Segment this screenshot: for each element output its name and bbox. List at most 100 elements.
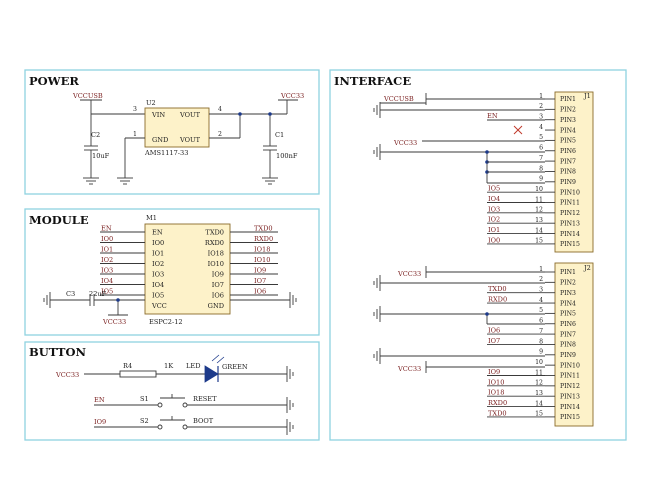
j2-pin-label-11: PIN11 [560,373,580,380]
ground-icon [83,178,99,184]
u2-pin1-number: 1 [133,131,137,138]
m1-left-net-io2: IO2 [101,256,113,264]
j1-vccusb-label: VCCUSB [383,95,414,103]
j2-pin-number-9: 9 [539,349,543,356]
j1-pin-number-5: 5 [539,134,543,141]
m1-ref: M1 [146,214,157,222]
c1-ref: C1 [275,131,284,139]
module-section-title: MODULE [29,213,89,227]
m1-right-pin-rxd0: RXD0 [205,239,224,247]
c2-ref: C2 [91,131,100,139]
j1-pin-label-4: PIN4 [560,127,576,134]
ground-icon [374,102,380,118]
m1-right-net-io7: IO7 [254,277,266,285]
m1-right-net-txd0: TXD0 [254,225,273,233]
c3-value: 22uF [89,290,107,298]
j2-vcc33-bottom-label: VCC33 [397,365,421,373]
m1-right-pin-io18: IO18 [208,250,224,258]
c1-value: 100nF [276,152,298,160]
u2-gnd-pin: GND [152,136,168,144]
ground-icon [117,178,133,184]
s1-ref: S1 [140,395,149,403]
m1-right-pin-io7: IO7 [212,281,224,289]
j1-vcc33-label: VCC33 [393,139,417,147]
j1-pin-label-12: PIN12 [560,210,580,217]
j1-pin-number-7: 7 [539,155,543,162]
j1-pin-label-13: PIN13 [560,220,580,227]
j2-net-pin15: TXD0 [488,409,507,417]
ground-icon [287,397,293,413]
no-connect-x-icon [514,126,522,134]
j2-net-pin4: RXD0 [488,296,507,304]
j1-pin-label-6: PIN6 [560,148,576,155]
j2-pin-label-14: PIN14 [560,404,580,411]
led-ref: LED [186,362,200,370]
m1-right-net-io9: IO9 [254,267,266,275]
m1-right-pin-io10: IO10 [208,260,224,268]
ground-icon [374,275,380,291]
m1-left-net-en: EN [101,225,112,233]
s1-label: RESET [193,395,217,403]
j1-pin-label-14: PIN14 [560,231,580,238]
m1-left-pin-io0: IO0 [152,239,164,247]
j2-pin-label-1: PIN1 [560,269,576,276]
m1-right-pin-txd0: TXD0 [205,229,224,237]
m1-left-pin-io1: IO1 [152,250,164,258]
j2-pin-label-4: PIN4 [560,300,576,307]
m1-left-net-io0: IO0 [101,235,113,243]
m1-right-pin-io6: IO6 [212,292,224,300]
j2-net-pin13: IO18 [488,389,504,397]
j1-en-label: EN [487,112,498,120]
j2-pin-label-7: PIN7 [560,331,576,338]
s2-label: BOOT [193,417,214,425]
j2-net-pin11: IO9 [488,368,500,376]
j2-pin-number-10: 10 [535,359,543,366]
u2-vin-pin: VIN [151,111,165,119]
ground-icon [290,292,296,308]
m1-left-pin-io4: IO4 [152,281,164,289]
m1-left-pin-io3: IO3 [152,271,164,279]
j1-net-pin13: IO2 [488,216,500,224]
c2-value: 10uF [92,152,110,160]
j1-pin-number-4: 4 [539,124,543,131]
j2-pin-label-9: PIN9 [560,352,576,359]
ground-icon [374,306,380,322]
m1-part-number: ESPC2-12 [149,318,183,326]
j2-pin-label-3: PIN3 [560,290,576,297]
u2-pin2-number: 2 [218,131,222,138]
interface-section-title: INTERFACE [334,74,411,88]
button-vcc33-label: VCC33 [55,371,79,379]
led-color: GREEN [222,363,248,371]
u2-vout-pin: VOUT [179,111,201,119]
m1-left-pin-vcc: VCC [151,302,167,310]
j1-pin-label-1: PIN1 [560,96,576,103]
j2-pin-label-5: PIN5 [560,311,576,318]
j1-net-pin11: IO4 [488,195,500,203]
vcc33-net-label: VCC33 [280,92,304,100]
j2-net-pin3: TXD0 [488,285,507,293]
j1-net-pin12: IO3 [488,205,500,213]
j2-pin-number-5: 5 [539,307,543,314]
s2-io9-net: IO9 [94,418,106,426]
j1-ref: J1 [583,92,591,100]
m1-left-net-io1: IO1 [101,246,113,254]
j1-pin-number-9: 9 [539,176,543,183]
button-circuit: VCC33 R4 1K LED GREEN EN S1 RESET [55,355,293,435]
j1-pin-number-2: 2 [539,103,543,110]
ground-icon [44,292,50,308]
u2-pin4-number: 4 [218,106,222,113]
s1-en-net: EN [94,396,105,404]
j2-vcc33-top-label: VCC33 [397,270,421,278]
j1-net-pin15: IO0 [488,236,500,244]
j1-pin-label-3: PIN3 [560,117,576,124]
j2-pin-label-12: PIN12 [560,383,580,390]
s2-ref: S2 [140,417,149,425]
j1-net-pin10: IO5 [488,185,500,193]
u2-part-number: AMS1117-33 [144,149,188,157]
interface-circuit: J1 1PIN12PIN23PIN34PIN45PIN56PIN67PIN78P… [374,92,593,426]
u2-vout2-pin: VOUT [179,136,201,144]
m1-right-net-io10: IO10 [254,256,270,264]
m1-left-net-io3: IO3 [101,267,113,275]
j1-pin-number-8: 8 [539,165,543,172]
